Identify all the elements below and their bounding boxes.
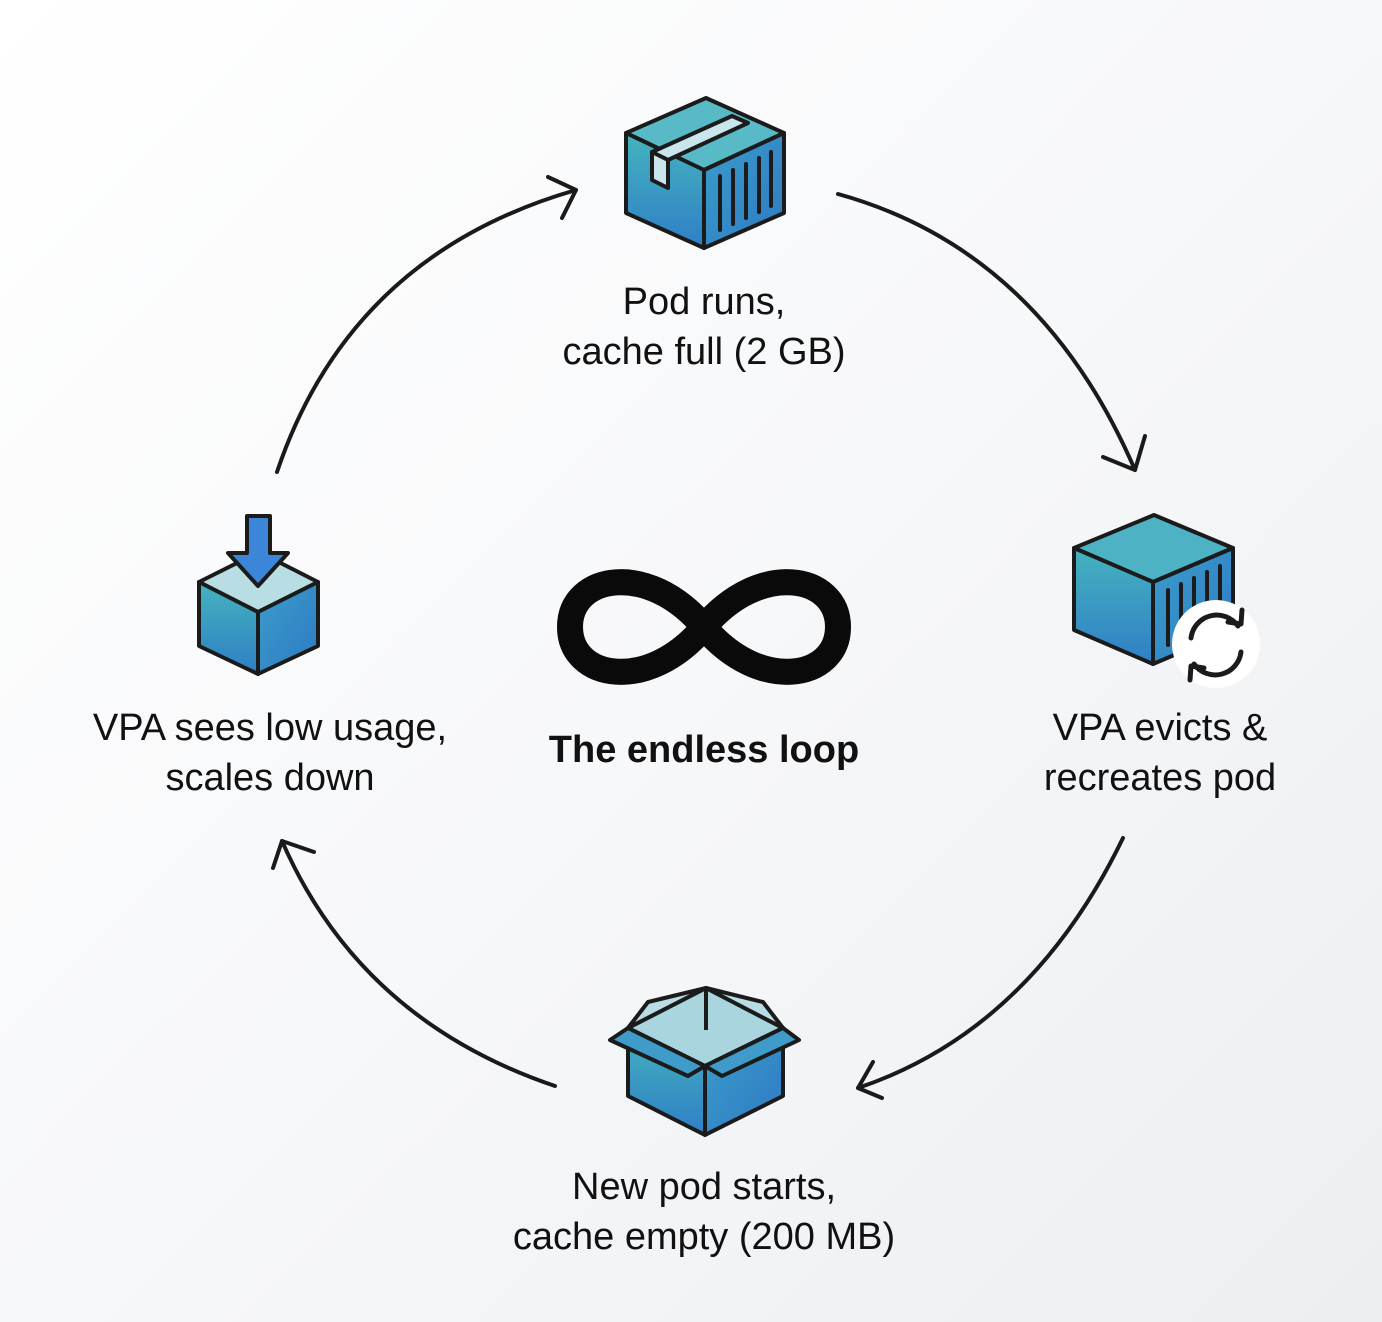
arrow-top-to-right [836, 192, 1147, 472]
arrow-left-to-top [275, 175, 578, 474]
refresh-icon [1187, 607, 1245, 683]
closed-box-icon [624, 96, 786, 250]
arrow-right-to-bottom [856, 836, 1125, 1100]
step-bottom-line2: cache empty (200 MB) [512, 1216, 896, 1258]
center-title: The endless loop [548, 729, 860, 771]
down-arrow-icon [226, 514, 290, 588]
step-top-label: Pod runs, cache full (2 GB) [504, 277, 904, 377]
step-left-line2: scales down [165, 757, 375, 799]
cycle-arrows [271, 175, 1147, 1100]
box-down-arrow-icon [197, 514, 320, 676]
step-left-line1: VPA sees low usage, [92, 707, 448, 749]
infinity-icon [557, 569, 851, 685]
step-bottom-label: New pod starts, cache empty (200 MB) [454, 1162, 954, 1262]
open-box-icon [608, 986, 801, 1137]
step-right-label: VPA evicts & recreates pod [990, 703, 1330, 803]
step-right-line1: VPA evicts & [1052, 707, 1268, 749]
step-left-label: VPA sees low usage, scales down [40, 703, 500, 803]
container-refresh-icon [1072, 513, 1260, 688]
step-bottom-line1: New pod starts, [572, 1166, 836, 1208]
arrow-bottom-to-left [271, 839, 557, 1088]
step-top-line2: cache full (2 GB) [562, 331, 846, 373]
step-right-line2: recreates pod [1043, 757, 1277, 799]
step-top-line1: Pod runs, [622, 281, 786, 323]
